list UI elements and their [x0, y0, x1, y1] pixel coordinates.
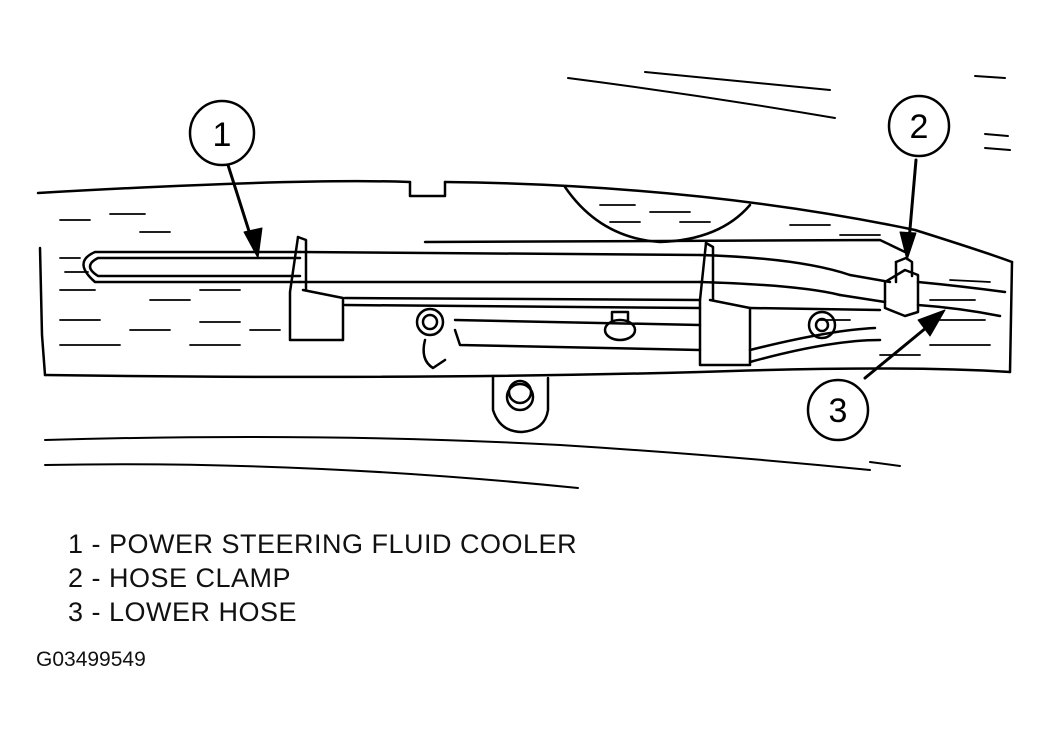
bolt-right: [807, 310, 837, 340]
hose-clamp-shape: [883, 256, 920, 318]
lower-body-lines: [44, 435, 901, 489]
legend-item-1: 1 - POWER STEERING FLUID COOLER: [68, 529, 578, 559]
radiator-support-panel: [36, 179, 1014, 379]
callout-2-number: 2: [910, 108, 929, 146]
panel-texture: [59, 204, 991, 356]
fasteners: [415, 307, 837, 434]
figure-code: G03499549: [36, 648, 146, 671]
callout-1: 1: [188, 99, 263, 259]
bolt-left: [415, 307, 447, 370]
bolt-center: [603, 310, 637, 342]
upper-body-lines: [567, 71, 1011, 151]
callout-2: 2: [887, 94, 951, 261]
lower-rail: [343, 296, 882, 364]
callout-3: 3: [806, 309, 946, 442]
callout-1-number: 1: [213, 116, 232, 154]
lower-mount: [491, 374, 550, 434]
mounting-brackets: [288, 235, 752, 367]
legend-item-2: 2 - HOSE CLAMP: [68, 563, 292, 593]
legend: 1 - POWER STEERING FLUID COOLER 2 - HOSE…: [68, 527, 577, 629]
legend-item-3: 3 - LOWER HOSE: [68, 597, 298, 627]
callout-3-number: 3: [829, 392, 848, 430]
fluid-cooler-tube: [82, 238, 907, 304]
lower-hose-shape: [916, 280, 1007, 318]
